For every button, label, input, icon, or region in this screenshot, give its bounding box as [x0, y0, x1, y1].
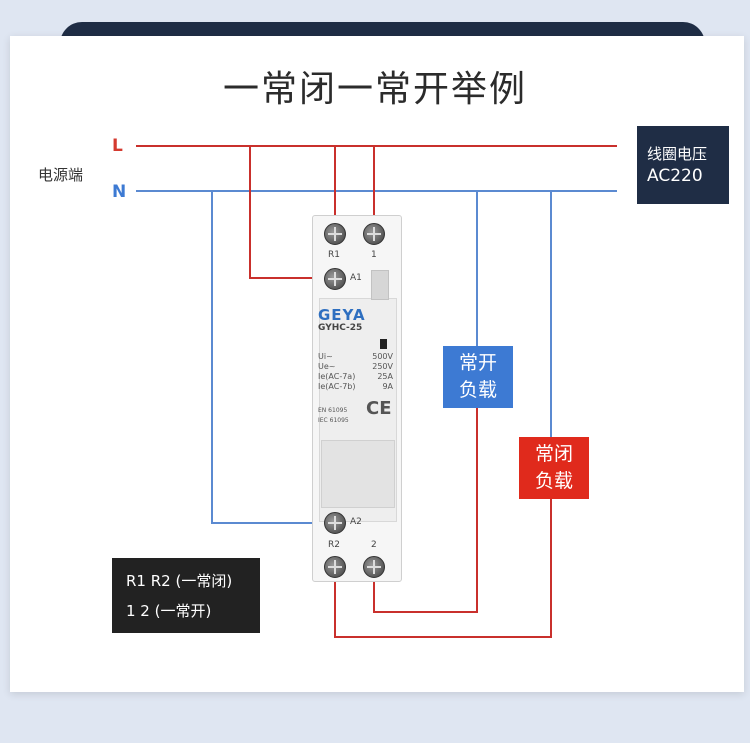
status-window	[371, 270, 389, 300]
terminal-screw-a1-icon	[324, 268, 346, 290]
standards-list: EN 61095 IEC 61095	[318, 406, 349, 426]
spec-value: 250V	[372, 362, 393, 371]
legend-no-row: 1 2 (一常开)	[126, 602, 212, 620]
normally-open-label: 常开	[458, 352, 497, 374]
neutral-line	[136, 190, 617, 192]
indicator-light	[380, 339, 387, 349]
wire-nc-load-to-r2	[550, 499, 552, 637]
spec-label: Ie(AC-7b)	[318, 382, 356, 391]
neutral-label: N	[112, 182, 127, 202]
normally-closed-load-label: 负载	[534, 470, 573, 492]
terminal-r2-label: R2	[328, 540, 340, 550]
wire-l-to-r1	[334, 145, 336, 225]
spec-labels: Ui~ Ue~ Ie(AC-7a) Ie(AC-7b)	[318, 352, 356, 392]
terminal-a1-label: A1	[350, 273, 362, 283]
normally-open-load-box: 常开 负载	[443, 346, 513, 408]
live-line	[136, 145, 617, 147]
ce-mark: CE	[366, 398, 392, 419]
wire-l-to-a1-h	[249, 277, 332, 279]
terminal-2-label: 2	[371, 540, 377, 550]
normally-closed-label: 常闭	[534, 443, 573, 465]
terminal-screw-1-icon	[363, 223, 385, 245]
live-label: L	[112, 136, 123, 156]
wire-r2-h	[334, 636, 552, 638]
normally-closed-load-box: 常闭 负载	[519, 437, 589, 499]
brand-logo: GEYA	[318, 306, 366, 324]
wire-l-to-t1	[373, 145, 375, 225]
wire-l-to-a1	[249, 145, 251, 279]
wire-n-to-a2	[211, 190, 213, 523]
terminal-screw-2-icon	[363, 556, 385, 578]
spec-value: 9A	[382, 382, 393, 391]
page-title: 一常闭一常开举例	[222, 69, 527, 110]
wire-t2-h	[373, 611, 478, 613]
legend-nc-row: R1 R2 (一常闭)	[126, 572, 233, 590]
device-lower-panel	[321, 440, 395, 508]
terminal-r1-label: R1	[328, 250, 340, 260]
coil-voltage-label: 线圈电压	[647, 145, 708, 163]
standard-label: EN 61095	[318, 407, 348, 414]
spec-label: Ue~	[318, 362, 336, 371]
terminal-legend: R1 R2 (一常闭) 1 2 (一常开)	[112, 558, 260, 633]
source-label: 电源端	[38, 166, 84, 184]
spec-label: Ui~	[318, 352, 333, 361]
standard-label: IEC 61095	[318, 417, 349, 424]
terminal-1-label: 1	[371, 250, 377, 260]
wire-r2-v	[334, 575, 336, 638]
terminal-screw-r2-icon	[324, 556, 346, 578]
coil-voltage-value: AC220	[647, 166, 703, 186]
terminal-screw-r1-icon	[324, 223, 346, 245]
terminal-screw-a2-icon	[324, 512, 346, 534]
wire-n-to-nc-load	[550, 190, 552, 437]
wire-no-load-to-t2	[476, 408, 478, 612]
spec-label: Ie(AC-7a)	[318, 372, 356, 381]
model-label: GYHC-25	[318, 323, 363, 333]
wire-n-to-a2-h	[211, 522, 332, 524]
terminal-a2-label: A2	[350, 517, 362, 527]
spec-value: 25A	[377, 372, 393, 381]
coil-voltage-box: 线圈电压 AC220	[637, 126, 729, 204]
normally-open-load-label: 负载	[458, 379, 497, 401]
contactor-device	[312, 215, 402, 582]
wire-t2-v	[373, 575, 375, 613]
spec-value: 500V	[372, 352, 393, 361]
spec-values: 500V 250V 25A 9A	[365, 352, 393, 392]
wire-n-to-no-load	[476, 190, 478, 346]
